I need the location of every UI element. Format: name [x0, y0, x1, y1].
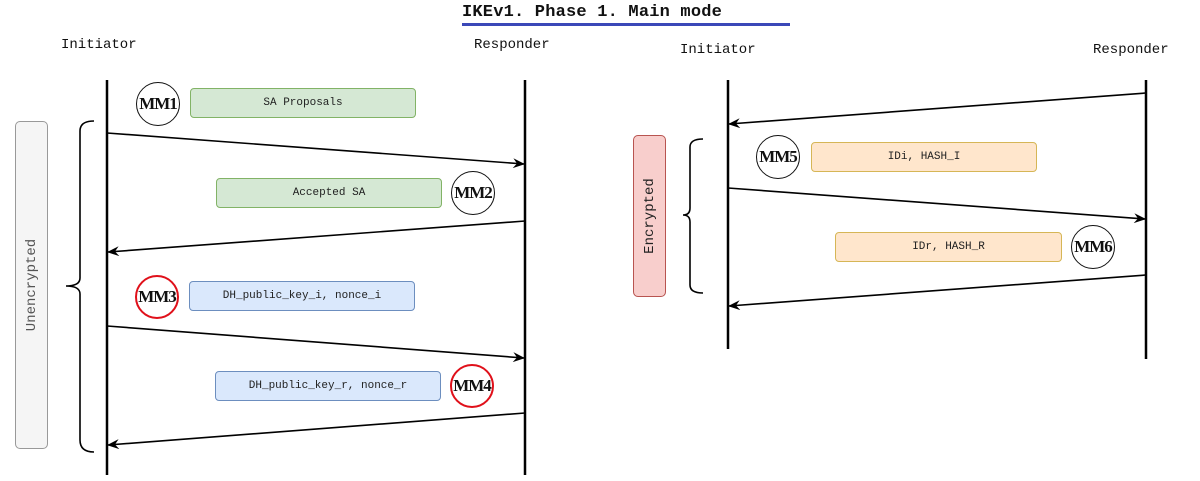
- arrow-mm2: [107, 220, 526, 257]
- mm5-message-box: IDi, HASH_I: [811, 142, 1037, 172]
- left-responder-label: Responder: [474, 37, 550, 53]
- mm6-badge: MM6: [1071, 225, 1115, 269]
- encrypted-brace: [682, 138, 704, 294]
- mm4-badge: MM4: [450, 364, 494, 408]
- mm1-badge: MM1: [136, 82, 180, 126]
- unencrypted-brace: [65, 120, 95, 453]
- arrow-mm5: [727, 187, 1146, 224]
- mm3-badge: MM3: [135, 275, 179, 319]
- mm2-message-box: Accepted SA: [216, 178, 442, 208]
- mm2-badge: MM2: [451, 171, 495, 215]
- arrow-mm1: [106, 132, 525, 169]
- arrow-mm4: [107, 412, 526, 450]
- encrypted-label-text: Encrypted: [641, 178, 658, 254]
- left-initiator-label: Initiator: [61, 37, 137, 53]
- arrow-mm6: [728, 274, 1147, 311]
- title-underline: [462, 23, 790, 26]
- encrypted-group-label: Encrypted: [633, 135, 666, 297]
- mm1-message-box: SA Proposals: [190, 88, 416, 118]
- mm5-badge: MM5: [756, 135, 800, 179]
- unencrypted-group-label: Unencrypted: [15, 121, 48, 449]
- right-initiator-label: Initiator: [680, 42, 756, 58]
- unencrypted-label-text: Unencrypted: [23, 238, 40, 332]
- mm3-message-box: DH_public_key_i, nonce_i: [189, 281, 415, 311]
- arrow-mm3: [106, 325, 525, 363]
- mm6-message-box: IDr, HASH_R: [835, 232, 1062, 262]
- arrow-prev: [728, 92, 1147, 129]
- right-responder-label: Responder: [1093, 42, 1169, 58]
- diagram-title: IKEv1. Phase 1. Main mode: [462, 3, 723, 22]
- mm4-message-box: DH_public_key_r, nonce_r: [215, 371, 441, 401]
